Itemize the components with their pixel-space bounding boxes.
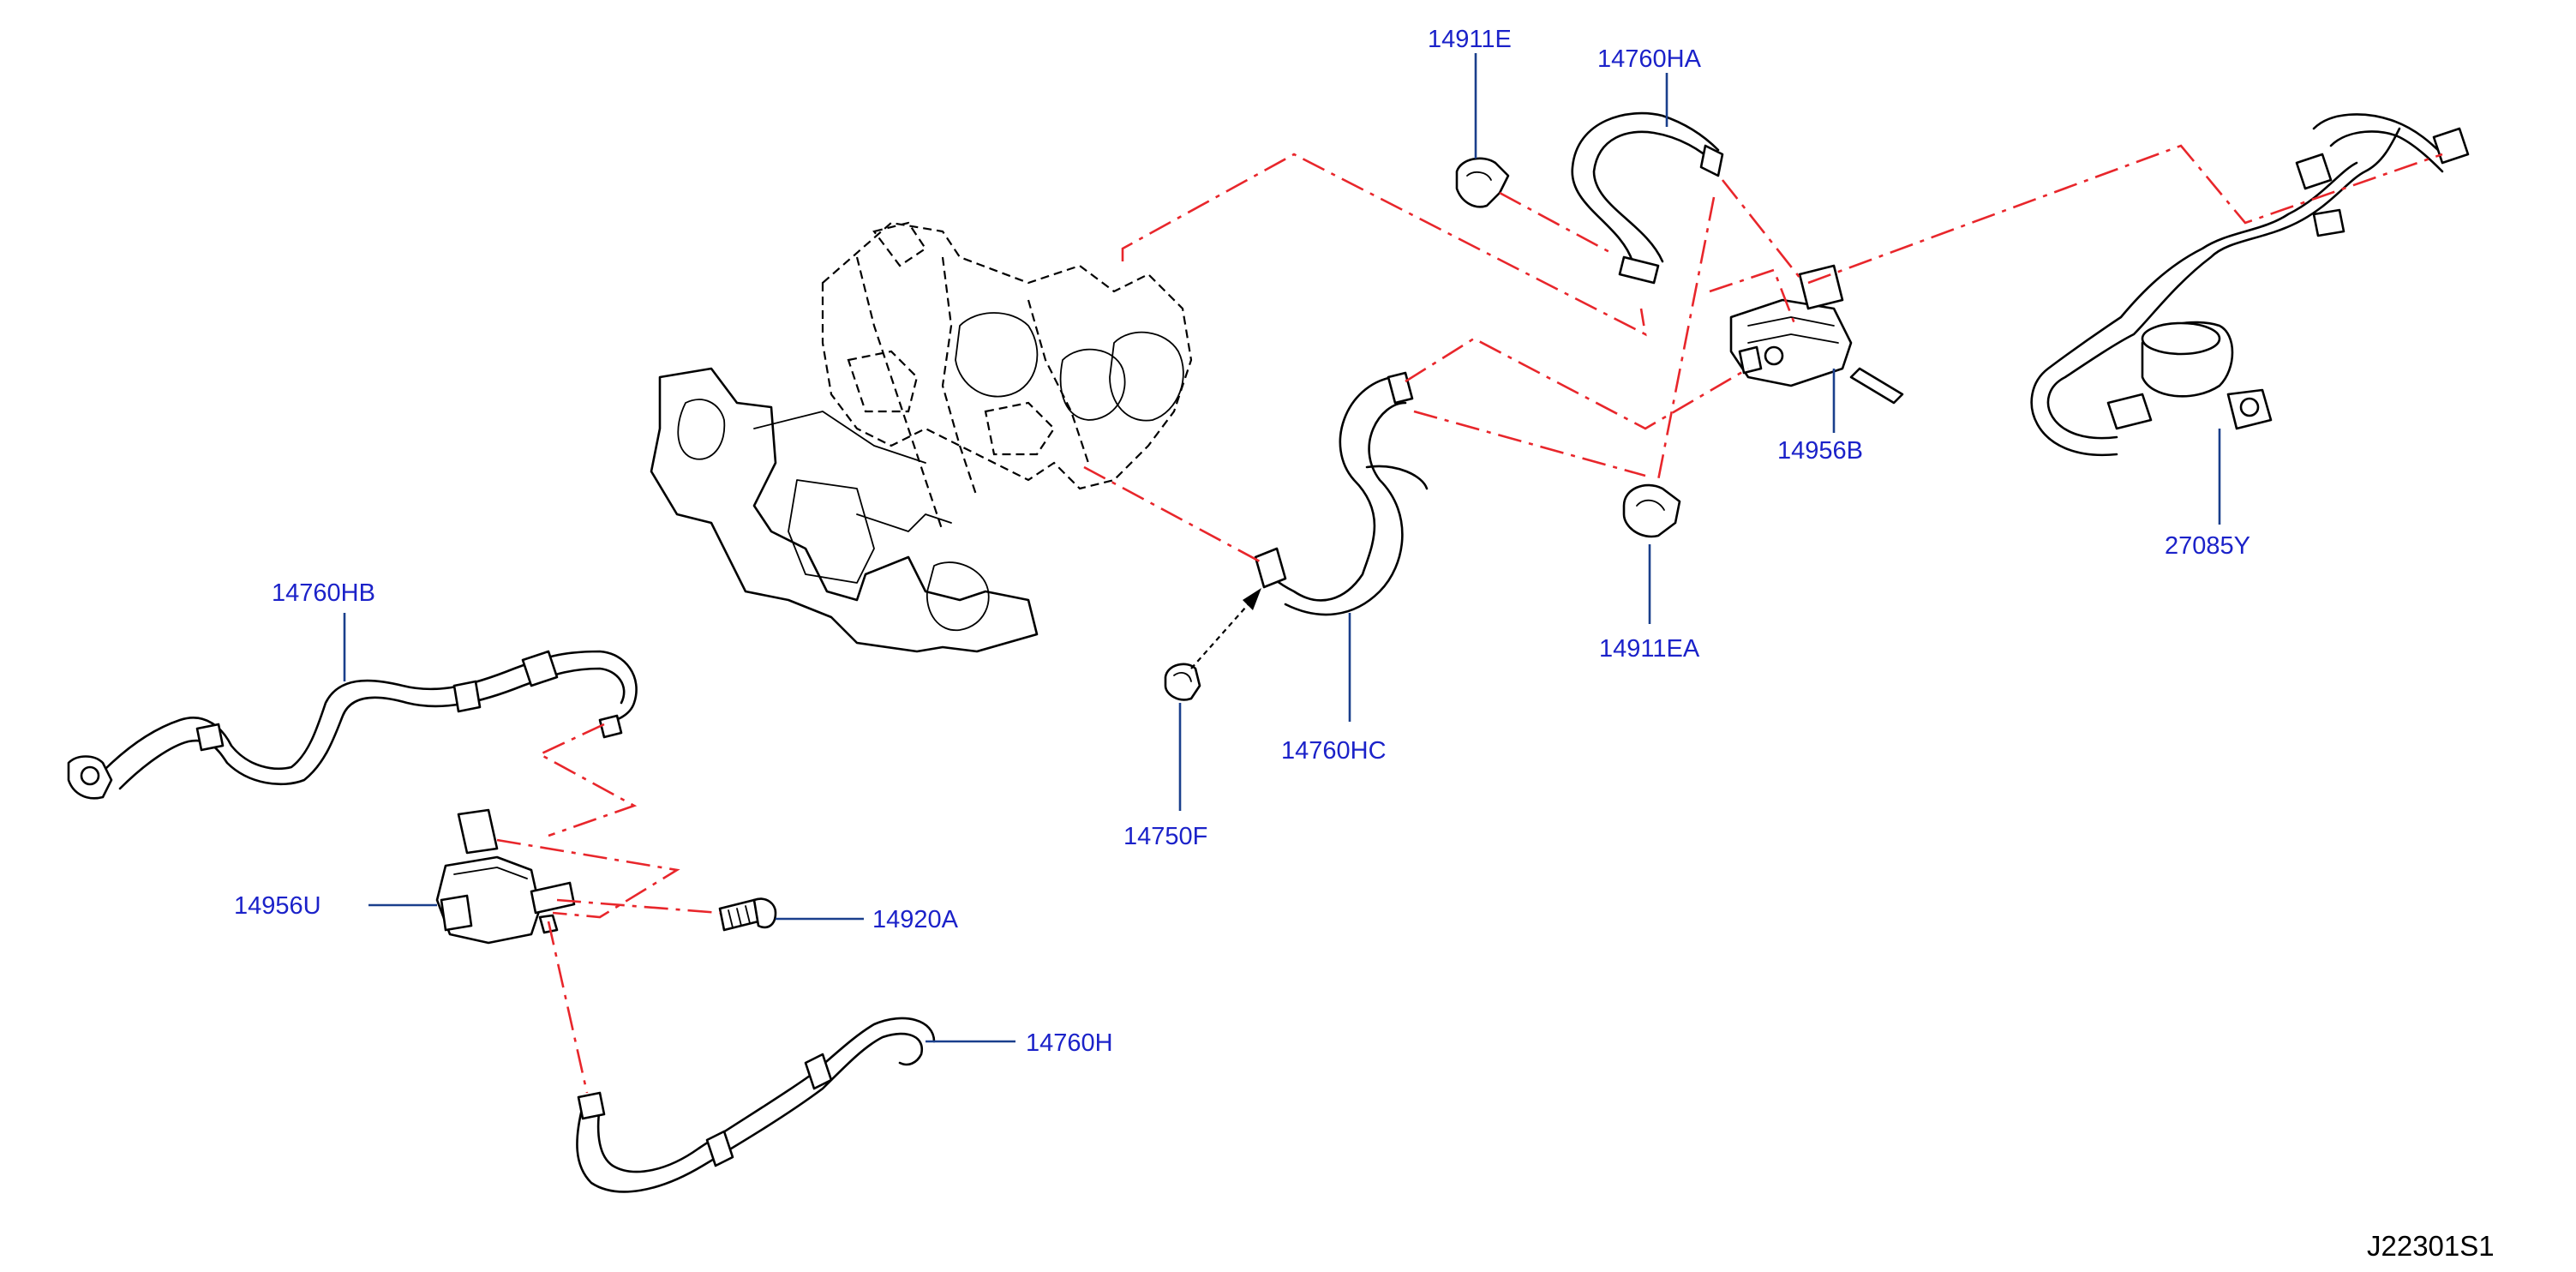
clamp-14911e-drawing [1455, 157, 1510, 208]
callout-14750f: 14750F [1123, 823, 1208, 850]
callout-14911e: 14911E [1428, 26, 1512, 53]
callout-14911ea: 14911EA [1599, 635, 1700, 663]
clamp-14750f-arrowhead [1243, 588, 1261, 610]
callout-14760hb: 14760HB [272, 579, 375, 607]
bolt-14920a-drawing [718, 897, 777, 932]
engine-assembly-drawing [650, 221, 1193, 653]
diagram-reference-code: J22301S1 [2367, 1230, 2495, 1262]
callout-14760h: 14760H [1026, 1029, 1113, 1057]
leader-lines [343, 53, 2221, 1043]
clamp-14911ea-drawing [1622, 483, 1681, 538]
valve-14956b-drawing [1729, 264, 1904, 405]
callout-14956u: 14956U [234, 892, 321, 920]
connection-lines [496, 144, 2443, 1094]
hose-14760ha-drawing [1571, 111, 1724, 285]
hose-14760hc-drawing [1254, 371, 1429, 616]
hose-14760hb-drawing [67, 650, 638, 800]
valve-14956u-drawing [435, 808, 576, 945]
callout-14956b: 14956B [1777, 437, 1863, 465]
callout-14760hc: 14760HC [1281, 737, 1387, 765]
hose-14760h-drawing [576, 1017, 936, 1193]
callout-14920a: 14920A [872, 906, 958, 933]
callout-27085y: 27085Y [2165, 532, 2250, 560]
callout-14760ha: 14760HA [1597, 45, 1701, 73]
assembly-27085y-drawing [2030, 113, 2470, 457]
clamp-14750f-drawing [1164, 663, 1201, 701]
